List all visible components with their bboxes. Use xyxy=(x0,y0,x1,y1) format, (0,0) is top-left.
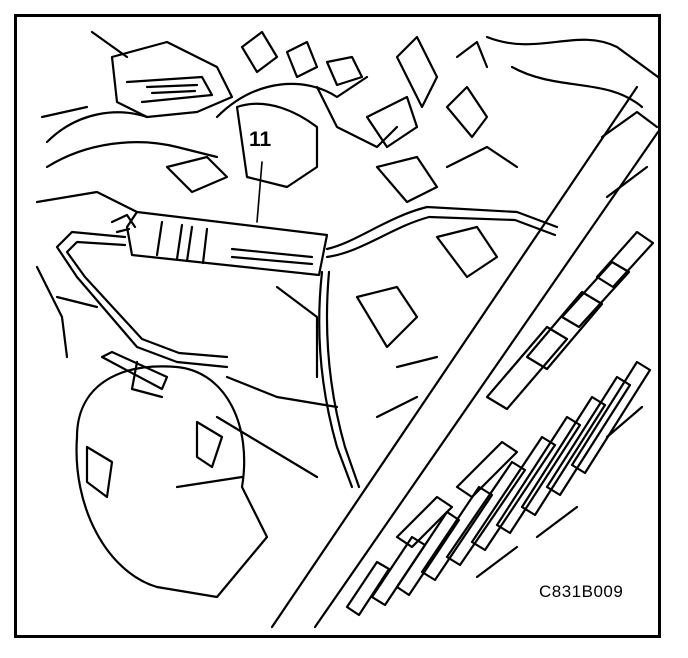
sensor-wire xyxy=(325,205,559,251)
upper-bracket xyxy=(110,40,234,119)
fin-stack xyxy=(345,230,655,617)
hose-upper xyxy=(215,75,369,119)
callout-label: 11 xyxy=(249,128,272,151)
manifold-bar-inner xyxy=(313,130,658,629)
lower-housing xyxy=(75,365,269,599)
sensor-body xyxy=(110,210,329,277)
tube-loop xyxy=(55,230,229,369)
figure-code: C831B009 xyxy=(539,582,624,601)
manifold-bar xyxy=(270,85,639,629)
engine-line-drawing xyxy=(35,30,658,629)
tube-clamp xyxy=(100,350,169,391)
diagram-frame: 11 C831B009 xyxy=(14,14,661,638)
upper-right-shield xyxy=(485,35,658,79)
callout-leader xyxy=(256,161,263,223)
